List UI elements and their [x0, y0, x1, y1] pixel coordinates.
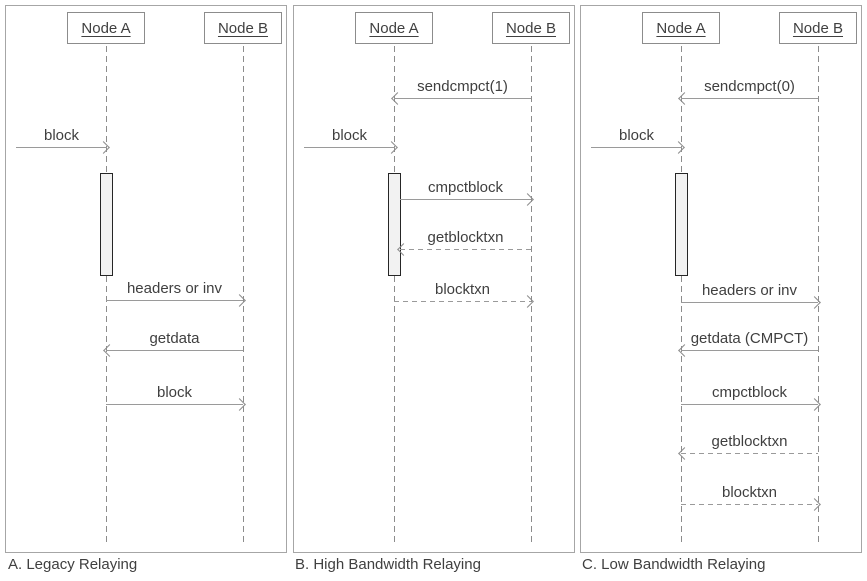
message-line [400, 249, 531, 250]
panel-a-caption: A. Legacy Relaying [8, 556, 138, 573]
message-cmpctblock: cmpctblock [681, 384, 821, 411]
message-headers-or-inv: headers or inv [106, 280, 246, 307]
message-line [394, 98, 531, 99]
actor-node-a-label: Node A [81, 19, 131, 37]
lifeline-node-b [818, 46, 819, 544]
message-getdata-cmpct: getdata (CMPCT) [678, 330, 818, 357]
panel-b-high-bandwidth-relaying: Node A Node B sendcmpct(1) block cmpctbl… [293, 5, 575, 553]
actor-node-a: Node A [67, 12, 145, 44]
actor-node-a: Node A [642, 12, 720, 44]
message-line [681, 504, 818, 505]
message-sendcmpct-0: sendcmpct(0) [678, 78, 818, 105]
message-label: block [156, 384, 193, 401]
message-sendcmpct-1: sendcmpct(1) [391, 78, 531, 105]
message-blocktxn: blocktxn [394, 281, 534, 308]
message-headers-or-inv: headers or inv [681, 282, 821, 309]
message-line [681, 453, 818, 454]
message-getblocktxn: getblocktxn [678, 433, 818, 460]
message-label: getdata [149, 330, 200, 347]
actor-node-a-label: Node A [369, 19, 419, 37]
message-line [681, 350, 818, 351]
message-label: sendcmpct(1) [417, 78, 508, 95]
message-line [394, 301, 531, 302]
actor-node-b: Node B [779, 12, 857, 44]
message-block-incoming: block [16, 127, 110, 154]
message-label: sendcmpct(0) [704, 78, 795, 95]
panel-a-legacy-relaying: Node A Node B block headers or inv getda… [5, 5, 287, 553]
lifeline-node-b [243, 46, 244, 544]
panel-c-low-bandwidth-relaying: Node A Node B sendcmpct(0) block headers… [580, 5, 862, 553]
activation-bar [388, 173, 401, 276]
message-line [106, 300, 243, 301]
message-line [106, 350, 243, 351]
message-label: headers or inv [126, 280, 223, 297]
message-getblocktxn: getblocktxn [397, 229, 531, 256]
message-line [681, 98, 818, 99]
message-block-relay: block [106, 384, 246, 411]
message-line [400, 199, 531, 200]
message-label: getblocktxn [711, 433, 788, 450]
activation-bar [675, 173, 688, 276]
message-label: cmpctblock [711, 384, 788, 401]
message-line [16, 147, 107, 148]
message-label: block [618, 127, 655, 144]
message-label: cmpctblock [427, 179, 504, 196]
message-line [304, 147, 395, 148]
actor-node-b: Node B [204, 12, 282, 44]
actor-node-b-label: Node B [505, 19, 557, 37]
message-label: block [43, 127, 80, 144]
message-block-incoming: block [304, 127, 398, 154]
message-line [591, 147, 682, 148]
actor-node-b: Node B [492, 12, 570, 44]
message-line [681, 404, 818, 405]
message-blocktxn: blocktxn [681, 484, 821, 511]
message-label: blocktxn [434, 281, 491, 298]
message-label: getblocktxn [427, 229, 504, 246]
panel-c-caption: C. Low Bandwidth Relaying [582, 556, 766, 573]
actor-node-a-label: Node A [656, 19, 706, 37]
message-cmpctblock: cmpctblock [400, 179, 534, 206]
message-getdata: getdata [103, 330, 243, 357]
activation-bar [100, 173, 113, 276]
message-line [106, 404, 243, 405]
actor-node-b-label: Node B [792, 19, 844, 37]
message-label: getdata (CMPCT) [690, 330, 809, 347]
panel-b-caption: B. High Bandwidth Relaying [295, 556, 481, 573]
message-line [681, 302, 818, 303]
actor-node-a: Node A [355, 12, 433, 44]
lifeline-node-a [681, 46, 682, 544]
lifeline-node-a [106, 46, 107, 544]
actor-node-b-label: Node B [217, 19, 269, 37]
lifeline-node-a [394, 46, 395, 544]
message-label: block [331, 127, 368, 144]
lifeline-node-b [531, 46, 532, 544]
message-label: headers or inv [701, 282, 798, 299]
message-label: blocktxn [721, 484, 778, 501]
message-block-incoming: block [591, 127, 685, 154]
